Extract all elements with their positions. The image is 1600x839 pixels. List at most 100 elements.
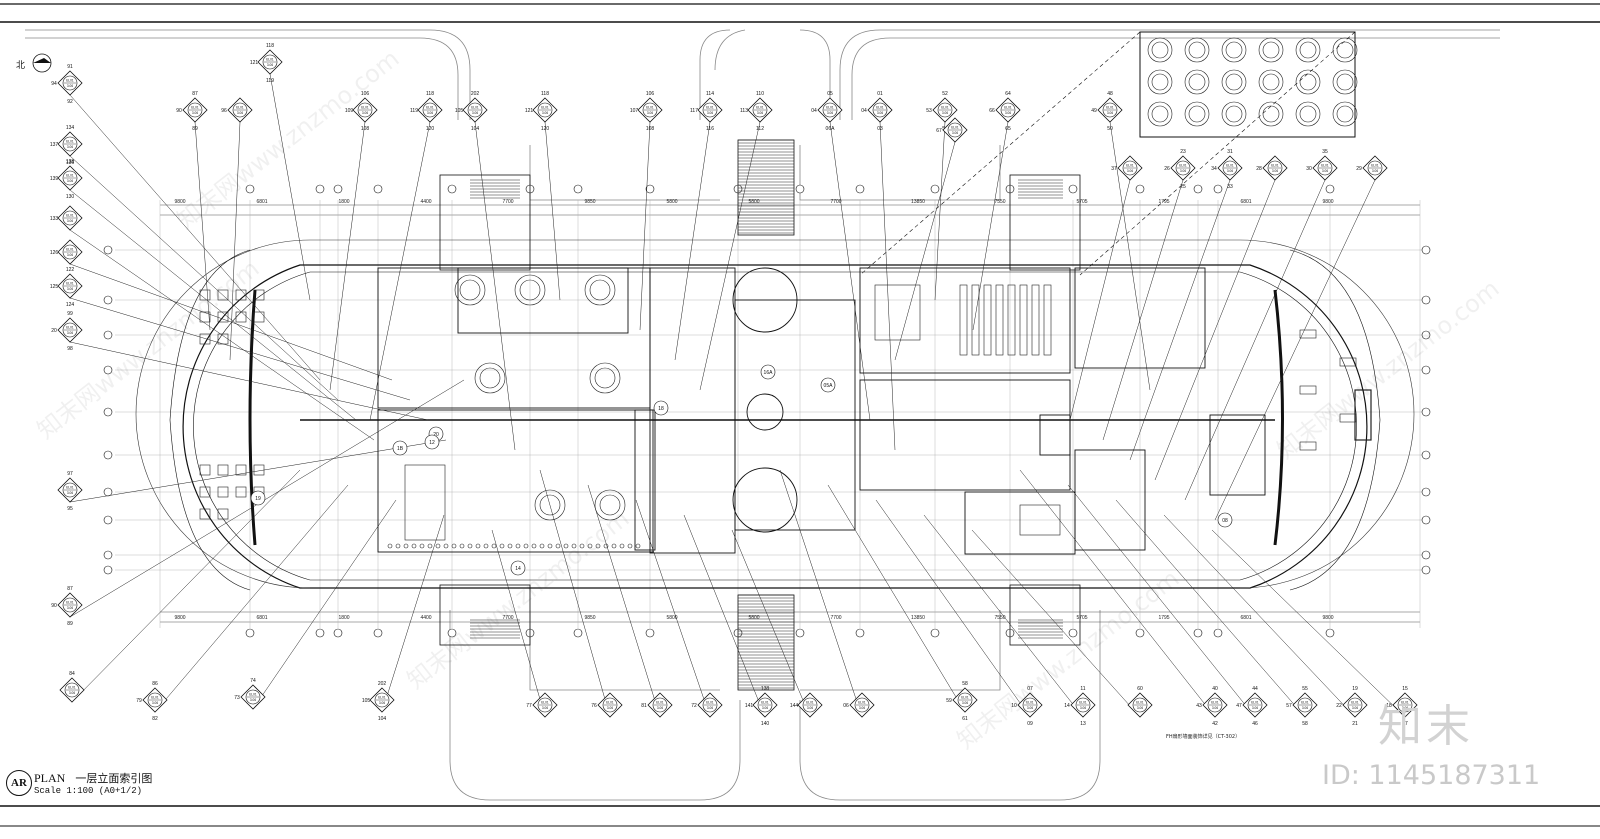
- sheet-ref: 3.06: [807, 706, 813, 710]
- sheet-ref: EL01: [66, 214, 74, 218]
- symbol-number: 44: [1252, 686, 1258, 692]
- symbol-number: 144: [790, 703, 799, 709]
- grid-bubble: [645, 184, 655, 194]
- symbol-number: 09: [1027, 721, 1033, 727]
- symbol-number: 67: [936, 128, 942, 134]
- grid-bubble: [1421, 515, 1431, 525]
- sheet-ref: EL01: [1251, 701, 1259, 705]
- sheet-ref: EL01: [66, 79, 74, 83]
- symbol-number: 104: [378, 716, 387, 722]
- symbol-number: 124: [66, 302, 75, 308]
- symbol-number: 202: [378, 681, 387, 687]
- sheet-ref: EL01: [191, 106, 199, 110]
- grid-bubble: [795, 628, 805, 638]
- symbol-number: 110: [756, 91, 764, 97]
- grid-bubble: [245, 628, 255, 638]
- symbol-number: 58: [1302, 721, 1308, 727]
- plan-scale: Scale 1:100 (A0+1/2): [34, 786, 143, 796]
- dimension-label: 9800: [174, 615, 185, 621]
- room-tag: 14: [510, 560, 526, 576]
- sheet-ref: EL01: [858, 701, 866, 705]
- sheet-ref: 3.06: [1137, 706, 1143, 710]
- sheet-ref: 3.06: [1402, 706, 1408, 710]
- symbol-number: 35: [1322, 149, 1328, 155]
- grid-bubble: [1421, 365, 1431, 375]
- dimension-label: 1795: [1158, 199, 1169, 205]
- sheet-ref: 3.06: [67, 491, 73, 495]
- symbol-number: 120: [426, 126, 435, 132]
- grid-bubble: [795, 184, 805, 194]
- symbol-number: 96: [221, 108, 227, 114]
- symbol-number: 134: [66, 125, 75, 131]
- dimension-label: 7550: [994, 199, 1005, 205]
- plan-title-en: PLAN: [34, 771, 66, 785]
- symbol-number: 76: [591, 703, 597, 709]
- plan-badge: AR: [6, 770, 32, 796]
- symbol-number: 77: [526, 703, 532, 709]
- symbol-number: 73: [234, 695, 240, 701]
- sheet-ref: 3.06: [1352, 706, 1358, 710]
- sheet-ref: 3.06: [427, 111, 433, 115]
- symbol-number: 118: [426, 91, 434, 97]
- sheet-ref: 3.06: [942, 111, 948, 115]
- sheet-ref: 3.06: [67, 331, 73, 335]
- sheet-ref: EL01: [1301, 701, 1309, 705]
- symbol-number: 15: [1402, 686, 1408, 692]
- grid-bubble: [1068, 184, 1078, 194]
- grid-bubble: [103, 245, 113, 255]
- grid-bubble: [1135, 184, 1145, 194]
- symbol-number: 33: [1227, 184, 1233, 190]
- sheet-ref: EL01: [806, 701, 814, 705]
- grid-bubble: [1421, 295, 1431, 305]
- sheet-ref: EL01: [951, 126, 959, 130]
- symbol-number: 137: [50, 142, 59, 148]
- sheet-ref: 3.06: [250, 698, 256, 702]
- grid-bubble: [333, 184, 343, 194]
- symbol-number: 136: [66, 160, 75, 166]
- symbol-number: 06A: [826, 126, 836, 132]
- dimension-label: 6801: [1240, 615, 1251, 621]
- sheet-ref: 3.06: [67, 253, 73, 257]
- sheet-ref: 3.06: [1302, 706, 1308, 710]
- sheet-ref: EL01: [236, 106, 244, 110]
- north-arrow-icon: [32, 53, 52, 73]
- room-tag-label: 16A: [764, 370, 774, 376]
- room-tag: 19: [250, 490, 266, 506]
- grid-bubble: [1068, 628, 1078, 638]
- interior-walls: [300, 267, 1275, 555]
- symbol-number: 122: [66, 267, 75, 273]
- symbol-number: 31: [1227, 149, 1233, 155]
- symbol-number: 89: [67, 621, 73, 627]
- symbol-number: 48: [1107, 91, 1113, 97]
- symbol-number: 72: [691, 703, 697, 709]
- sheet-ref: EL01: [1271, 164, 1279, 168]
- sheet-ref: 3.06: [1080, 706, 1086, 710]
- symbol-number: 64: [1005, 91, 1011, 97]
- symbol-number: 121: [525, 108, 534, 114]
- symbol-number: 118: [541, 91, 549, 97]
- grid-bubble: [103, 450, 113, 460]
- symbol-number: 138: [761, 686, 770, 692]
- sheet-ref: 3.06: [1180, 169, 1186, 173]
- symbol-number: 99: [67, 311, 73, 317]
- drawing-frame: [0, 3, 1600, 827]
- symbol-number: 21: [1352, 721, 1358, 727]
- symbol-number: 55: [1302, 686, 1308, 692]
- grid-bubble: [447, 184, 457, 194]
